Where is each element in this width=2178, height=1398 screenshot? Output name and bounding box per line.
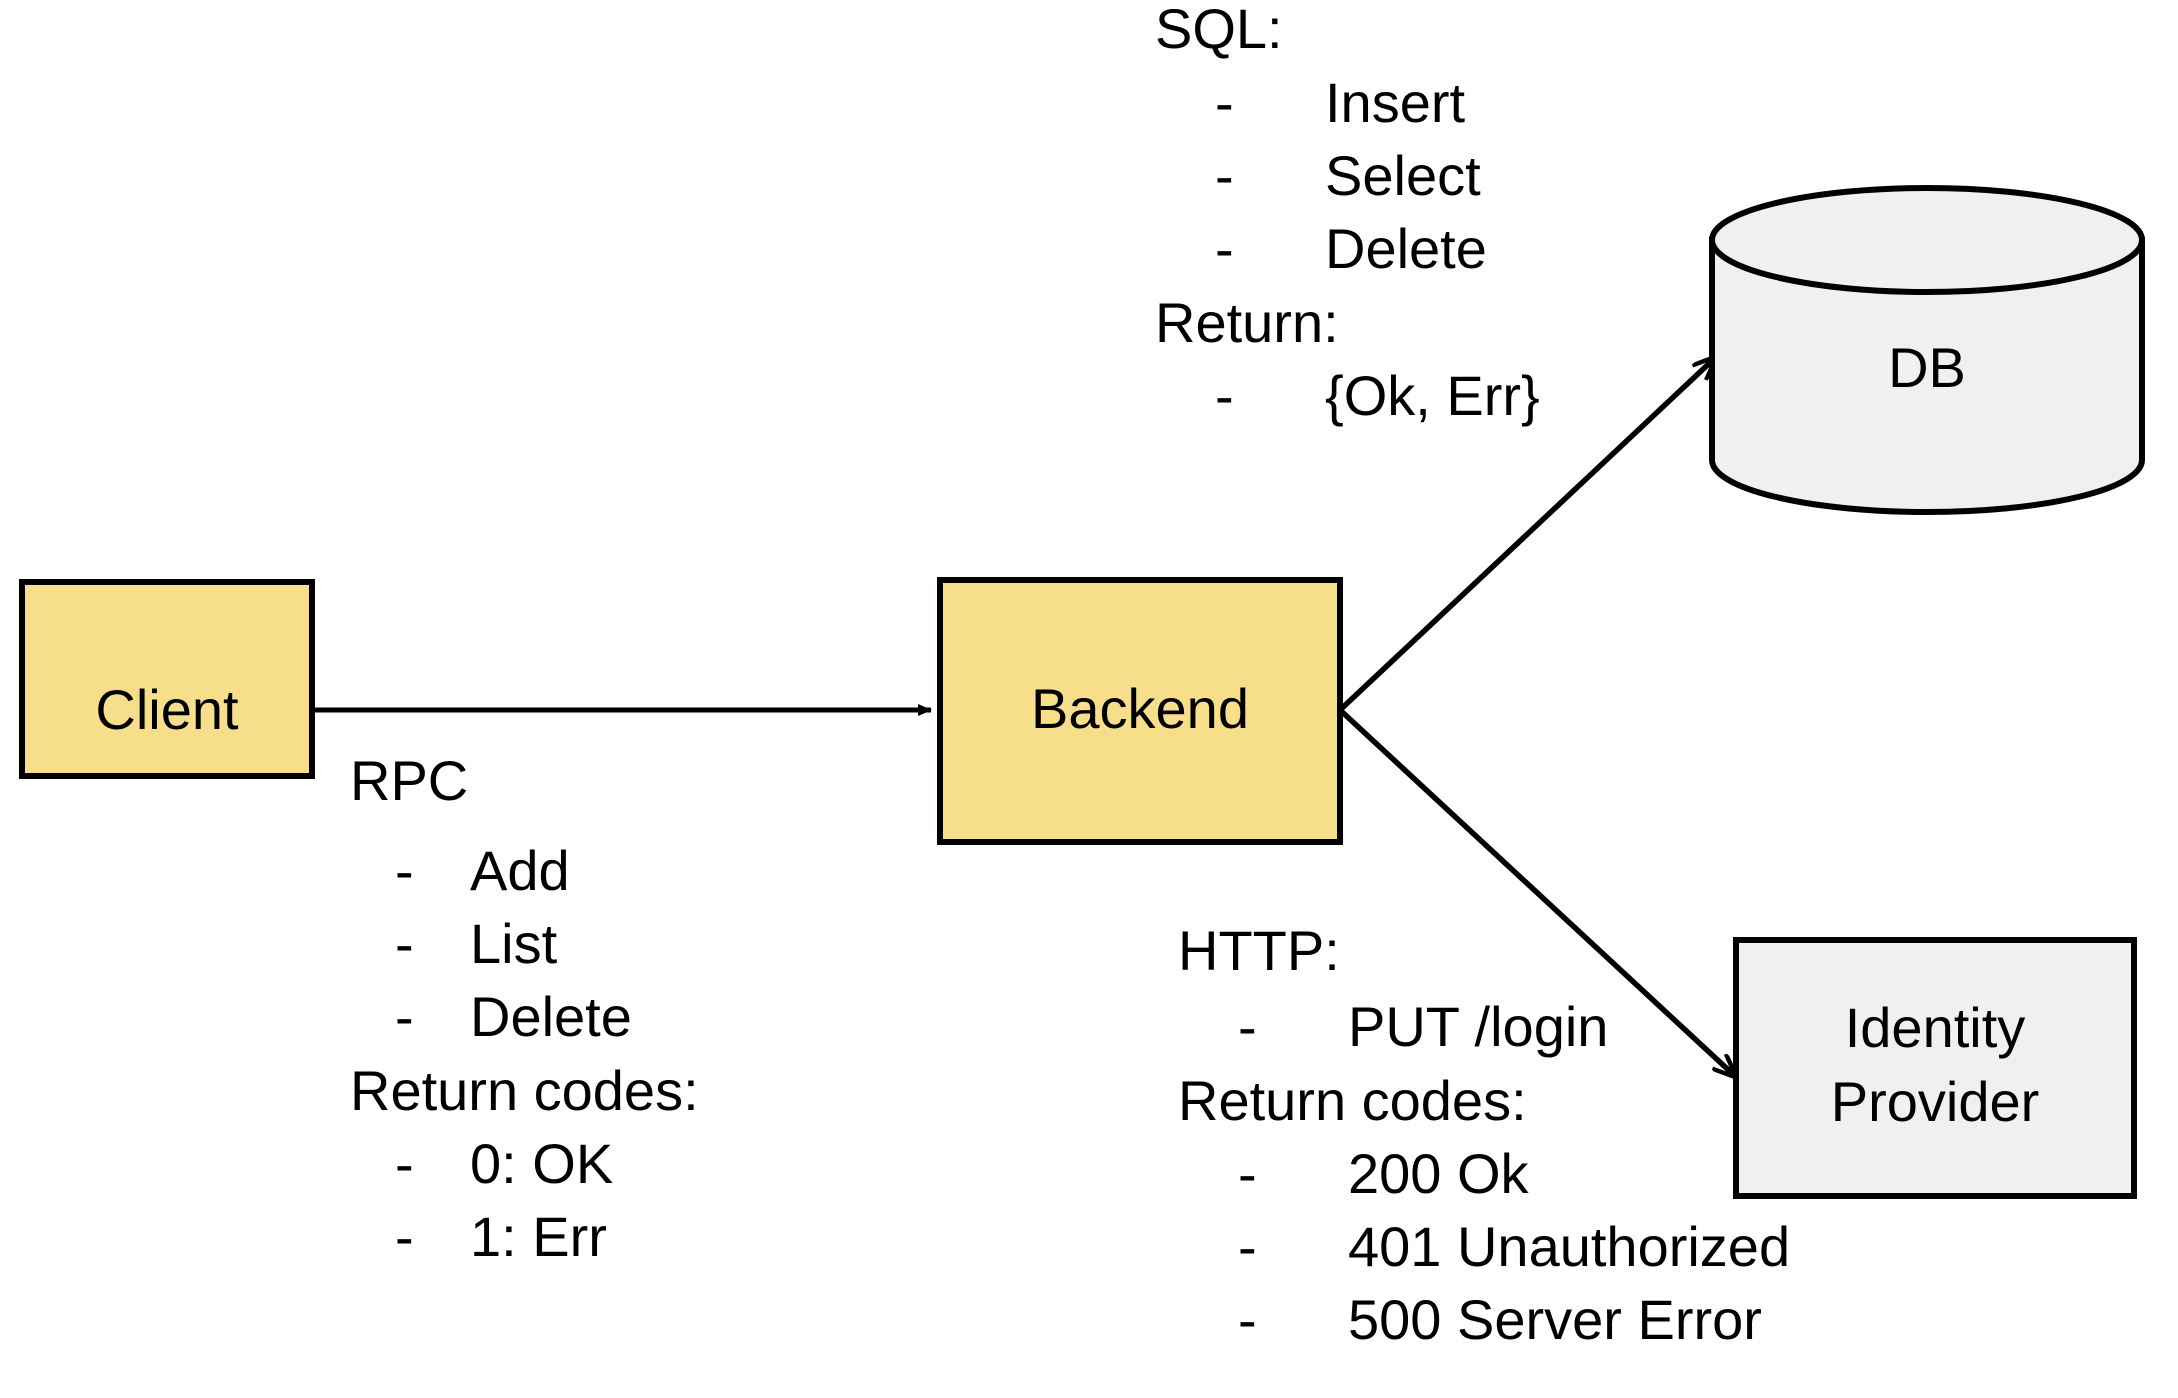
rpc-sub-bullet-1: - bbox=[395, 1205, 414, 1268]
db-cylinder-top bbox=[1709, 185, 2145, 295]
rpc-item-1: List bbox=[470, 912, 558, 975]
http-sub-bullet-2: - bbox=[1238, 1288, 1257, 1351]
rpc-bullet-2: - bbox=[395, 985, 414, 1048]
identity-provider-box[interactable] bbox=[1733, 937, 2137, 1199]
rpc-heading: RPC bbox=[350, 749, 468, 812]
annotation-rpc: RPC - Add - List - Delete Return codes: … bbox=[350, 749, 699, 1268]
rpc-bullet-1: - bbox=[395, 912, 414, 975]
sql-item-2: Delete bbox=[1325, 217, 1487, 280]
db-label: DB bbox=[1888, 336, 1966, 399]
sql-sub-bullet-0: - bbox=[1215, 364, 1234, 427]
backend-label: Backend bbox=[1031, 677, 1249, 740]
backend-box[interactable] bbox=[937, 577, 1343, 845]
annotation-http: HTTP: - PUT /login Return codes: - 200 O… bbox=[1178, 919, 1790, 1351]
http-item-0: PUT /login bbox=[1348, 995, 1608, 1058]
node-db[interactable]: DB bbox=[1709, 185, 2145, 515]
rpc-item-0: Add bbox=[470, 839, 570, 902]
identity-provider-label-line1: Identity bbox=[1845, 996, 2026, 1059]
http-sub-bullet-0: - bbox=[1238, 1142, 1257, 1205]
db-cylinder-body[interactable] bbox=[1709, 237, 2145, 515]
http-heading: HTTP: bbox=[1178, 919, 1340, 982]
rpc-sub-item-0: 0: OK bbox=[470, 1132, 613, 1195]
sql-heading: SQL: bbox=[1155, 0, 1283, 60]
client-label: Client bbox=[95, 678, 239, 741]
rpc-sub-item-1: 1: Err bbox=[470, 1205, 607, 1268]
http-bullet-0: - bbox=[1238, 995, 1257, 1058]
node-backend[interactable]: Backend bbox=[937, 577, 1343, 845]
node-client[interactable]: Client bbox=[19, 579, 315, 779]
http-sub-item-0: 200 Ok bbox=[1348, 1142, 1530, 1205]
rpc-sub-heading: Return codes: bbox=[350, 1059, 699, 1122]
edge-backend-to-db bbox=[1338, 357, 1716, 713]
node-identity-provider[interactable]: Identity Provider bbox=[1733, 937, 2137, 1199]
http-sub-heading: Return codes: bbox=[1178, 1069, 1527, 1132]
sql-bullet-2: - bbox=[1215, 217, 1234, 280]
http-sub-bullet-1: - bbox=[1238, 1215, 1257, 1278]
sql-bullet-1: - bbox=[1215, 144, 1234, 207]
rpc-bullet-0: - bbox=[395, 839, 414, 902]
sql-bullet-0: - bbox=[1215, 71, 1234, 134]
annotation-sql: SQL: - Insert - Select - Delete Return: … bbox=[1155, 0, 1540, 427]
sql-item-1: Select bbox=[1325, 144, 1481, 207]
client-box[interactable] bbox=[19, 579, 315, 779]
rpc-sub-bullet-0: - bbox=[395, 1132, 414, 1195]
identity-provider-label-line2: Provider bbox=[1831, 1070, 2040, 1133]
rpc-item-2: Delete bbox=[470, 985, 632, 1048]
http-sub-item-1: 401 Unauthorized bbox=[1348, 1215, 1790, 1278]
http-sub-item-2: 500 Server Error bbox=[1348, 1288, 1762, 1351]
sql-sub-item-0: {Ok, Err} bbox=[1325, 364, 1540, 427]
sql-sub-heading: Return: bbox=[1155, 291, 1339, 354]
sql-item-0: Insert bbox=[1325, 71, 1465, 134]
edge-backend-to-idp bbox=[1338, 707, 1736, 1077]
